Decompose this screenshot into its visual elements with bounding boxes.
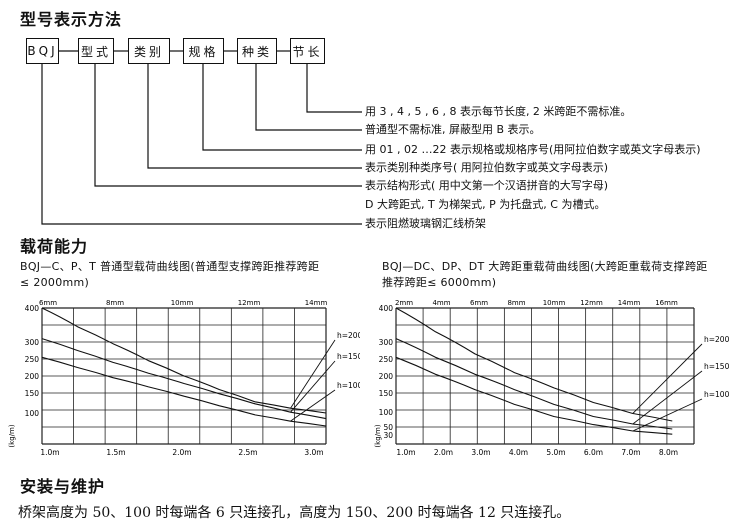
left-chart-title: BQJ—C、P、T 普通型载荷曲线图(普通型支撑跨距推荐跨距 ≤ 2000mm) [20, 259, 319, 291]
series-line-h-150 [41, 338, 327, 420]
top-tick-label: 8mm [507, 299, 525, 307]
desc-bqj: 表示阻燃玻璃钢汇线桥架 [365, 217, 486, 230]
install-text: 桥架高度为 50、100 时每端各 6 只连接孔，高度为 150、200 时每端… [18, 505, 571, 521]
model-box-kind: 种类 [237, 38, 277, 64]
series-line-h-200 [41, 307, 327, 414]
top-tick-label: 14mm [618, 299, 641, 307]
install-heading: 安装与维护 [20, 477, 106, 496]
top-tick-label: 16mm [655, 299, 678, 307]
series-line-h-100 [41, 356, 327, 427]
left-load-chart: 100 150 200 250 300 400 (kg/m) 6mm 8mm 10mm 12mm 14… [8, 299, 360, 457]
series-leader [290, 339, 336, 409]
series-leader [632, 343, 703, 414]
y-tick-label: 400 [379, 304, 394, 313]
left-chart-title-line1: BQJ—C、P、T 普通型载荷曲线图(普通型支撑跨距推荐跨距 [20, 260, 320, 273]
desc-spec: 用 01 , 02 …22 表示规格或规格序号(用阿拉伯数字或英文字母表示) [365, 143, 701, 156]
bottom-tick-label: 5.0m [546, 448, 565, 457]
series-leader [290, 360, 336, 413]
bottom-tick-label: 7.0m [621, 448, 640, 457]
y-axis-label: (kg/m) [8, 424, 16, 447]
model-box-type: 型式 [78, 38, 114, 64]
capacity-heading: 载荷能力 [20, 237, 89, 256]
y-tick-label: 400 [25, 304, 40, 313]
bottom-tick-label: 3.0m [304, 448, 323, 457]
top-tick-label: 14mm [305, 299, 328, 307]
y-tick-label: 30 [383, 431, 393, 440]
bottom-tick-label: 1.0m [40, 448, 59, 457]
y-tick-label: 250 [379, 355, 394, 364]
top-tick-label: 12mm [580, 299, 603, 307]
y-tick-label: 150 [379, 389, 394, 398]
desc-category: 表示类别种类序号( 用阿拉伯数字或英文字母表示) [365, 161, 609, 174]
series-label: h=150 [704, 362, 730, 371]
series-line-h-200 [395, 307, 673, 422]
desc-type-codes: D 大跨距式, T 为梯架式, P 为托盘式, C 为槽式。 [365, 198, 606, 211]
top-tick-label: 4mm [432, 299, 450, 307]
series-label: h=100 [704, 390, 730, 399]
top-tick-label: 8mm [106, 299, 124, 307]
model-box-bqj: BQJ [26, 38, 59, 64]
series-label: h=200 [704, 335, 730, 344]
bottom-tick-label: 1.0m [396, 448, 415, 457]
y-tick-label: 100 [25, 409, 40, 418]
series-label: h=200 [337, 331, 360, 340]
y-tick-label: 200 [379, 372, 394, 381]
series-label: h=100 [337, 381, 360, 390]
right-chart-title-line2: 推荐跨距≤ 6000mm) [382, 276, 497, 289]
bottom-tick-label: 8.0m [659, 448, 678, 457]
desc-length: 用 3 , 4 , 5 , 6 , 8 表示每节长度, 2 米跨距不需标准。 [365, 105, 632, 118]
model-box-category: 类别 [128, 38, 170, 64]
y-tick-label: 150 [25, 389, 40, 398]
top-tick-label: 10mm [171, 299, 194, 307]
top-tick-label: 6mm [39, 299, 57, 307]
top-tick-label: 12mm [238, 299, 261, 307]
left-chart-title-line2: ≤ 2000mm) [20, 276, 90, 289]
top-tick-label: 2mm [395, 299, 413, 307]
y-tick-label: 100 [379, 408, 394, 417]
y-axis-label: (kg/m) [374, 424, 382, 447]
model-heading: 型号表示方法 [20, 10, 123, 29]
top-tick-label: 10mm [543, 299, 566, 307]
y-tick-label: 300 [25, 338, 40, 347]
model-diagram-lines [41, 50, 362, 225]
y-tick-label: 300 [379, 338, 394, 347]
bottom-tick-label: 2.5m [238, 448, 257, 457]
series-leader [632, 370, 703, 425]
series-line-h-100 [395, 356, 673, 435]
bottom-tick-label: 2.0m [172, 448, 191, 457]
desc-type: 表示结构形式( 用中文第一个汉语拼音的大写字母) [365, 179, 609, 192]
desc-kind: 普通型不需标准, 屏蔽型用 B 表示。 [365, 123, 541, 136]
y-tick-label: 50 [383, 423, 393, 432]
bottom-tick-label: 4.0m [509, 448, 528, 457]
series-label: h=150 [337, 352, 360, 361]
model-box-spec: 规格 [183, 38, 224, 64]
bottom-tick-label: 6.0m [584, 448, 603, 457]
bottom-tick-label: 2.0m [434, 448, 453, 457]
y-tick-label: 200 [25, 372, 40, 381]
bottom-tick-label: 1.5m [106, 448, 125, 457]
right-chart-title-line1: BQJ—DC、DP、DT 大跨距重载荷曲线图(大跨距重载荷支撑跨距 [382, 260, 708, 273]
top-tick-label: 6mm [470, 299, 488, 307]
bottom-tick-label: 3.0m [471, 448, 490, 457]
series-leader [632, 398, 703, 432]
right-chart-title: BQJ—DC、DP、DT 大跨距重载荷曲线图(大跨距重载荷支撑跨距 推荐跨距≤ … [382, 259, 708, 291]
y-tick-label: 250 [25, 355, 40, 364]
series-line-h-150 [395, 338, 673, 430]
series-leader [290, 389, 336, 422]
model-box-length: 节长 [290, 38, 325, 64]
